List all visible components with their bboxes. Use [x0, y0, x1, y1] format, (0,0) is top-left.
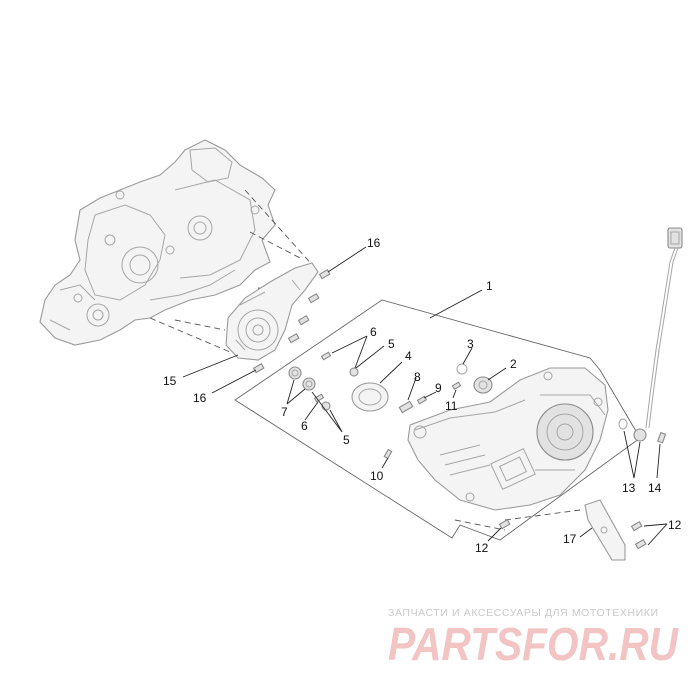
- screw: [630, 521, 643, 532]
- clutch-side-cover: [407, 367, 609, 511]
- bolt: [657, 431, 667, 444]
- callout-9: 9: [435, 381, 442, 395]
- leader-lines: [182, 246, 668, 546]
- alignment-line: [174, 319, 226, 331]
- oil-seal: [351, 382, 389, 412]
- screw: [498, 519, 511, 530]
- watermark-logo-text: PARTSFOR.RU: [388, 618, 680, 669]
- screw: [297, 315, 310, 326]
- callout-2: 2: [510, 357, 517, 371]
- alignment-line: [244, 189, 316, 269]
- callout-7: 7: [281, 405, 288, 419]
- bracket: [584, 499, 626, 561]
- bearing: [288, 366, 302, 380]
- dowel-pin: [398, 400, 414, 414]
- callout-6: 6: [370, 325, 377, 339]
- callout-1: 1: [486, 279, 493, 293]
- retaining-clip: [456, 363, 468, 375]
- callout-11: 11: [445, 399, 458, 413]
- pin: [451, 381, 462, 390]
- callout-6: 6: [301, 419, 308, 433]
- washer: [321, 401, 331, 411]
- alignment-line: [454, 509, 581, 531]
- screw: [287, 333, 300, 344]
- callout-16: 16: [193, 391, 207, 405]
- screw: [252, 363, 265, 374]
- callout-17: 17: [563, 532, 577, 546]
- callout-12: 12: [475, 541, 489, 555]
- crankcase-half: [39, 139, 276, 346]
- watermark-tagline: ЗАПЧАСТИ И АКСЕССУАРЫ ДЛЯ МОТОТЕХНИКИ: [388, 607, 659, 619]
- screw: [383, 448, 393, 460]
- speed-sensor-cable: [645, 227, 683, 429]
- alignment-line: [149, 317, 231, 353]
- screw: [307, 293, 320, 304]
- screw: [318, 269, 331, 280]
- inner-cover-gasket: [225, 262, 319, 361]
- callout-10: 10: [370, 469, 384, 483]
- sensor-fitting: [633, 428, 647, 442]
- bushing: [473, 376, 493, 394]
- watermark-logo: PARTSFOR.RU: [388, 618, 680, 669]
- callout-5: 5: [388, 337, 395, 351]
- screw: [313, 393, 325, 403]
- callout-16: 16: [367, 236, 381, 250]
- screw: [634, 539, 647, 550]
- bearing: [302, 377, 316, 391]
- callout-13: 13: [622, 481, 636, 495]
- callout-14: 14: [648, 481, 662, 495]
- callout-15: 15: [163, 374, 177, 388]
- callout-4: 4: [405, 349, 412, 363]
- callout-8: 8: [414, 370, 421, 384]
- o-ring: [618, 418, 628, 430]
- callout-12: 12: [668, 518, 682, 532]
- screw: [320, 351, 332, 361]
- callout-3: 3: [467, 337, 474, 351]
- callout-5: 5: [343, 433, 350, 447]
- washer: [349, 367, 359, 377]
